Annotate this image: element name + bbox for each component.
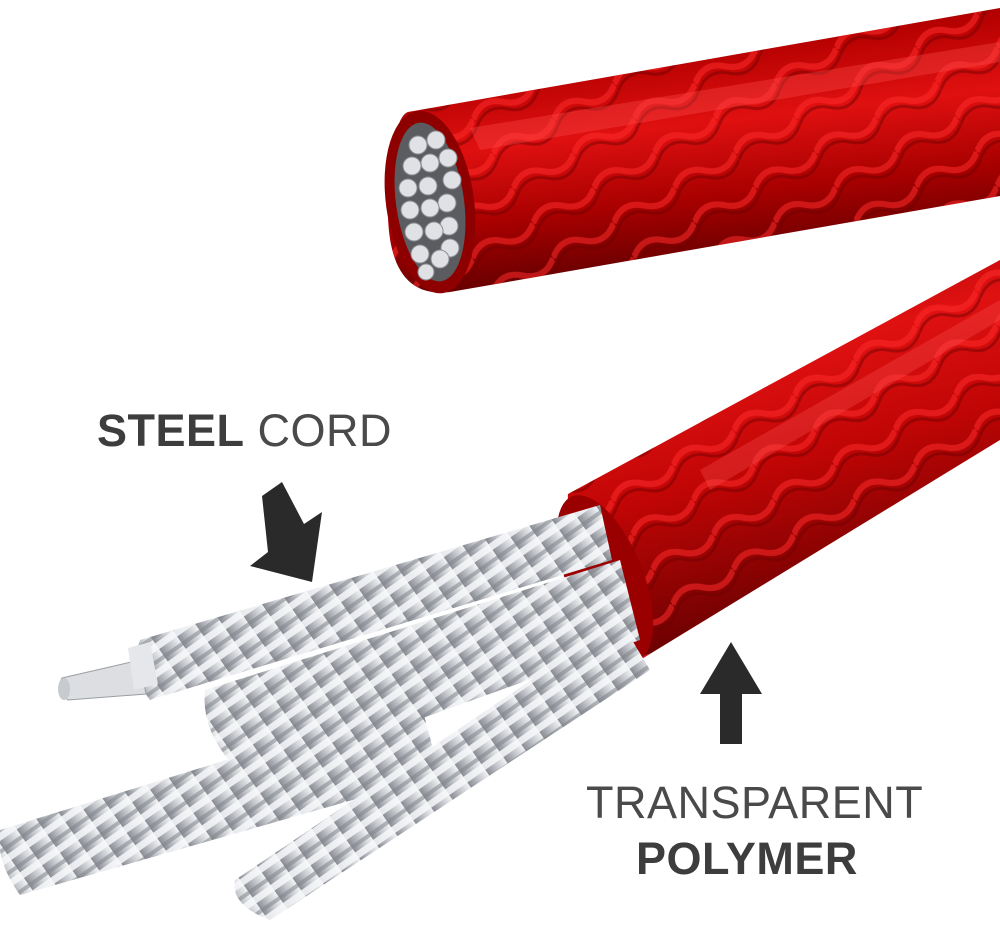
steel-strand-bottom: [234, 620, 650, 920]
polymer-label-line2-text: POLYMER: [636, 833, 858, 884]
polymer-label-line2: POLYMER: [636, 836, 858, 881]
steel-strand-middle: [204, 560, 640, 780]
upper-cable-wire-ends: [398, 130, 462, 281]
steel-cord-label-bold: STEEL: [97, 405, 245, 456]
steel-cord-arrow-icon: [250, 482, 322, 582]
polymer-label-line1: TRANSPARENT: [586, 780, 923, 825]
steel-cord-label: STEEL CORD: [97, 408, 392, 453]
upper-cable: [384, 8, 1000, 294]
polymer-arrow-icon: [700, 642, 762, 744]
steel-strands: [0, 505, 650, 920]
steel-strand-left: [0, 700, 440, 895]
steel-strand-top: [135, 505, 612, 700]
steel-cord-label-light: CORD: [244, 405, 393, 456]
polymer-label-line1-text: TRANSPARENT: [586, 777, 924, 828]
